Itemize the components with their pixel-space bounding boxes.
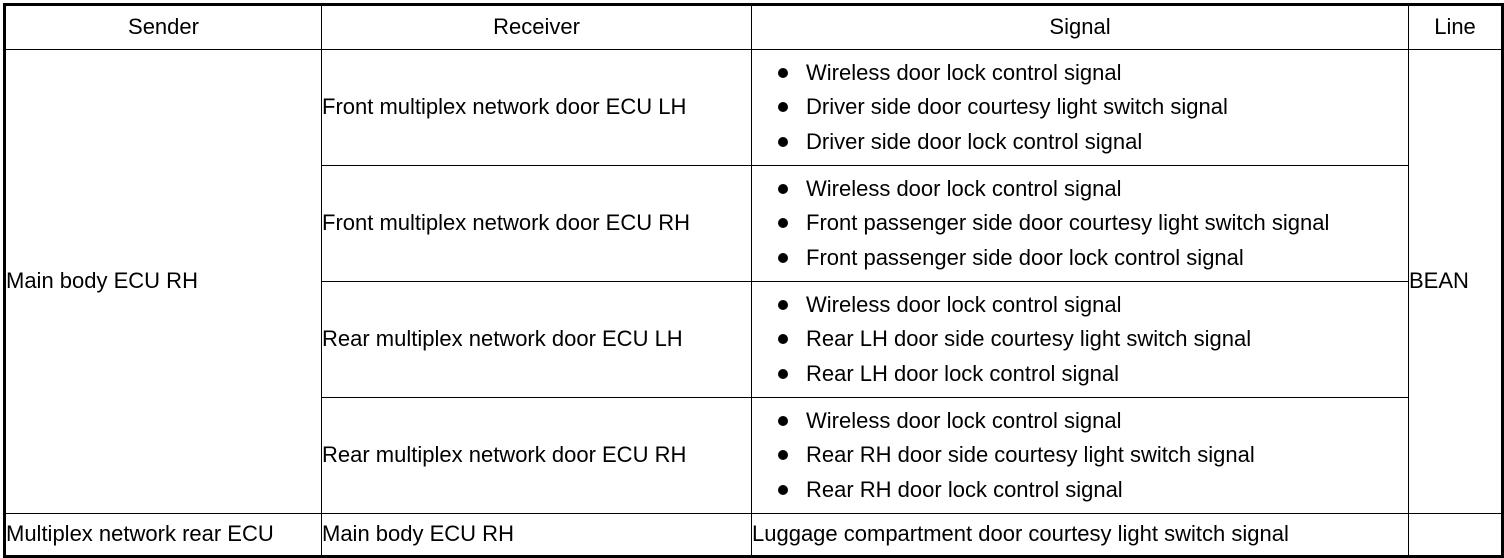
signal-list: Wireless door lock control signal Driver…: [752, 50, 1408, 165]
signal-list: Wireless door lock control signal Rear R…: [752, 398, 1408, 513]
signal-text: Front passenger side door lock control s…: [806, 244, 1244, 270]
receiver-cell: Rear multiplex network door ECU RH: [321, 396, 752, 514]
bullet-icon: [778, 300, 788, 311]
signal-text: Rear LH door side courtesy light switch …: [806, 326, 1252, 352]
bullet-icon: [778, 184, 788, 195]
column-header-receiver: Receiver: [321, 4, 752, 50]
bullet-icon: [778, 416, 788, 427]
receiver-cell: Main body ECU RH: [321, 512, 752, 557]
bullet-icon: [778, 218, 788, 229]
bullet-icon: [778, 484, 788, 495]
table-row: Multiplex network rear ECU Main body ECU…: [4, 512, 1503, 557]
signal-list-item: Rear LH door lock control signal: [776, 358, 1408, 390]
table-row: Front multiplex network door ECU RH Wire…: [5, 164, 1503, 282]
signal-list-item: Driver side door courtesy light switch s…: [776, 91, 1408, 123]
signal-list-item: Wireless door lock control signal: [776, 289, 1408, 321]
signal-text: Rear RH door side courtesy light switch …: [806, 442, 1255, 468]
signal-text: Front passenger side door courtesy light…: [806, 210, 1330, 236]
bullet-icon: [778, 136, 788, 147]
receiver-cell: Rear multiplex network door ECU LH: [321, 280, 752, 398]
signal-list: Wireless door lock control signal Front …: [752, 166, 1408, 281]
receiver-cell: Front multiplex network door ECU LH: [321, 49, 752, 166]
signal-text: Driver side door lock control signal: [806, 128, 1143, 154]
signal-text: Rear RH door lock control signal: [806, 476, 1123, 502]
signal-cell: Wireless door lock control signal Front …: [751, 164, 1409, 282]
signal-list-item: Front passenger side door lock control s…: [776, 242, 1408, 274]
bullet-icon: [778, 334, 788, 345]
signal-list-item: Rear RH door lock control signal: [776, 474, 1408, 506]
header-row: Sender Receiver Signal Line: [4, 4, 1503, 50]
column-header-signal: Signal: [751, 4, 1409, 50]
bullet-icon: [778, 252, 788, 263]
signal-list-item: Wireless door lock control signal: [776, 173, 1408, 205]
table-row: Main body ECU RH Front multiplex network…: [4, 49, 1503, 514]
table-body: Main body ECU RH Front multiplex network…: [4, 49, 1503, 557]
sender-cell: Multiplex network rear ECU: [4, 512, 322, 557]
signal-text: Rear LH door lock control signal: [806, 360, 1120, 386]
column-header-sender: Sender: [4, 4, 322, 50]
signal-list-item: Wireless door lock control signal: [776, 405, 1408, 437]
bullet-icon: [778, 368, 788, 379]
signal-routing-table-container: Sender Receiver Signal Line Main body EC…: [3, 3, 1504, 558]
signal-list-item: Rear RH door side courtesy light switch …: [776, 439, 1408, 471]
line-cell: [1408, 512, 1503, 557]
signal-text: Wireless door lock control signal: [806, 291, 1122, 317]
bullet-icon: [778, 450, 788, 461]
signal-text: Wireless door lock control signal: [806, 175, 1122, 201]
sender-cell-main-body-ecu-rh: Main body ECU RH: [4, 49, 322, 514]
bullet-icon: [778, 68, 788, 79]
table-row: Rear multiplex network door ECU LH Wirel…: [5, 280, 1503, 398]
signal-list: Wireless door lock control signal Rear L…: [752, 282, 1408, 397]
line-cell-bean: BEAN: [1408, 49, 1503, 514]
signal-list-item: Front passenger side door courtesy light…: [776, 207, 1408, 239]
table-row: Rear multiplex network door ECU RH Wirel…: [5, 396, 1503, 514]
bullet-icon: [778, 102, 788, 113]
signal-text: Wireless door lock control signal: [806, 407, 1122, 433]
signal-text: Driver side door courtesy light switch s…: [806, 94, 1228, 120]
signal-routing-table: Sender Receiver Signal Line Main body EC…: [3, 3, 1504, 558]
signal-cell: Wireless door lock control signal Rear R…: [751, 396, 1409, 514]
signal-cell: Wireless door lock control signal Driver…: [751, 49, 1409, 166]
signal-list-item: Wireless door lock control signal: [776, 57, 1408, 89]
signal-list-item: Driver side door lock control signal: [776, 126, 1408, 158]
signal-text: Wireless door lock control signal: [806, 60, 1122, 85]
signal-cell: Wireless door lock control signal Rear L…: [751, 280, 1409, 398]
table-header: Sender Receiver Signal Line: [4, 4, 1503, 50]
signal-list-item: Rear LH door side courtesy light switch …: [776, 323, 1408, 355]
signal-cell: Luggage compartment door courtesy light …: [751, 512, 1409, 557]
receiver-cell: Front multiplex network door ECU RH: [321, 164, 752, 282]
column-header-line: Line: [1408, 4, 1503, 50]
